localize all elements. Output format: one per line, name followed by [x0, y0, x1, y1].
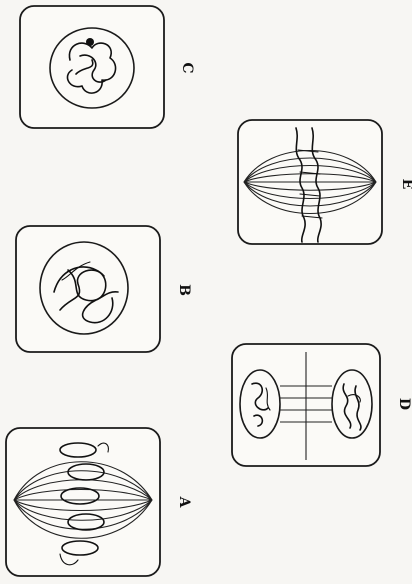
panel-c-frame: [20, 6, 164, 128]
label-c: C: [179, 62, 195, 73]
cell-panel-a: A: [6, 428, 192, 576]
cell-panel-c: C: [20, 6, 195, 128]
label-a: A: [176, 496, 192, 509]
label-d: D: [396, 398, 412, 410]
cell-panel-b: B: [16, 226, 192, 352]
label-b: B: [176, 284, 192, 296]
panel-c-nucleolus: [86, 38, 94, 46]
cell-panel-e: E: [238, 120, 412, 244]
cell-panel-d: D: [232, 344, 412, 466]
panel-a-frame: [6, 428, 160, 576]
label-e: E: [399, 179, 412, 190]
